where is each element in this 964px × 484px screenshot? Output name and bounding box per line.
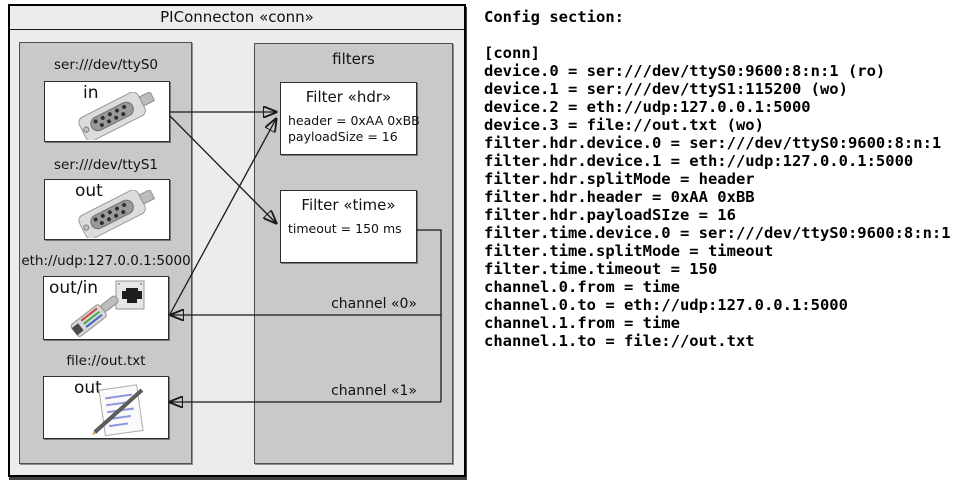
device-box-file-out: out: [43, 376, 169, 439]
filters-panel-title: filters: [332, 50, 375, 68]
device-direction: out: [74, 378, 102, 398]
config-line: filter.time.splitMode = timeout: [484, 242, 774, 260]
piconnecton-diagram: PIConnecton «conn» ser:///dev/ttyS0 in: [8, 4, 466, 477]
config-line: filter.time.timeout = 150: [484, 260, 718, 278]
ethernet-port-icon: [70, 280, 145, 337]
serial-port-icon: [78, 92, 156, 140]
device-url-label: ser:///dev/ttyS0: [54, 57, 158, 73]
notepad-icon: [92, 384, 144, 437]
config-line: channel.0.from = time: [484, 278, 680, 296]
channel-0-label: channel «0»: [331, 296, 417, 312]
config-lines: [conn]device.0 = ser:///dev/ttyS0:9600:8…: [484, 44, 962, 350]
config-heading: Config section:: [484, 8, 624, 26]
device-box-eth-udp: out/in: [43, 276, 169, 340]
filter-box-hdr: Filter «hdr» header = 0xAA 0xBB payloadS…: [280, 82, 420, 155]
device-url-label: eth://udp:127.0.0.1:5000: [21, 253, 191, 269]
config-line: channel.1.from = time: [484, 314, 680, 332]
config-line: filter.hdr.device.1 = eth://udp:127.0.0.…: [484, 152, 914, 170]
filter-attribute: header = 0xAA 0xBB: [288, 113, 420, 128]
device-direction: in: [83, 83, 99, 103]
device-url-label: file://out.txt: [66, 353, 146, 369]
filter-attributes: timeout = 150 ms: [281, 221, 416, 236]
serial-port-icon: [78, 190, 156, 238]
config-line: filter.hdr.payloadSIze = 16: [484, 206, 736, 224]
config-line: filter.hdr.splitMode = header: [484, 170, 755, 188]
channel-1-label: channel «1»: [331, 383, 417, 399]
config-line: channel.1.to = file://out.txt: [484, 332, 755, 350]
device-direction: out/in: [49, 278, 99, 298]
filter-attribute: payloadSize = 16: [288, 129, 398, 144]
config-line: device.1 = ser:///dev/ttyS1:115200 (wo): [484, 80, 848, 98]
config-line: channel.0.to = eth://udp:127.0.0.1:5000: [484, 296, 848, 314]
diagram-title: PIConnecton «conn»: [10, 6, 464, 30]
devices-panel: ser:///dev/ttyS0 in ser:///dev/ttyS1: [19, 42, 192, 464]
config-line: filter.time.device.0 = ser:///dev/ttyS0:…: [484, 224, 951, 242]
config-line: device.2 = eth://udp:127.0.0.1:5000: [484, 98, 811, 116]
filter-box-time: Filter «time» timeout = 150 ms: [280, 190, 417, 263]
filter-attribute: timeout = 150 ms: [288, 221, 402, 236]
filter-title: Filter «time»: [301, 196, 396, 214]
device-box-ser-ttys1: out: [44, 179, 170, 240]
filter-title: Filter «hdr»: [305, 88, 392, 106]
config-line: [conn]: [484, 44, 540, 62]
config-section: Config section: [conn]device.0 = ser:///…: [484, 8, 962, 350]
config-line: filter.hdr.header = 0xAA 0xBB: [484, 188, 755, 206]
device-url-label: ser:///dev/ttyS1: [54, 157, 158, 173]
device-box-ser-ttys0: in: [44, 81, 170, 142]
filter-attributes: header = 0xAA 0xBB payloadSize = 16: [281, 113, 420, 144]
config-line: device.0 = ser:///dev/ttyS0:9600:8:n:1 (…: [484, 62, 886, 80]
filters-panel: filters Filter «hdr» header = 0xAA 0xBB …: [254, 43, 453, 464]
config-line: device.3 = file://out.txt (wo): [484, 116, 764, 134]
config-line: filter.hdr.device.0 = ser:///dev/ttyS0:9…: [484, 134, 942, 152]
device-direction: out: [75, 181, 103, 201]
